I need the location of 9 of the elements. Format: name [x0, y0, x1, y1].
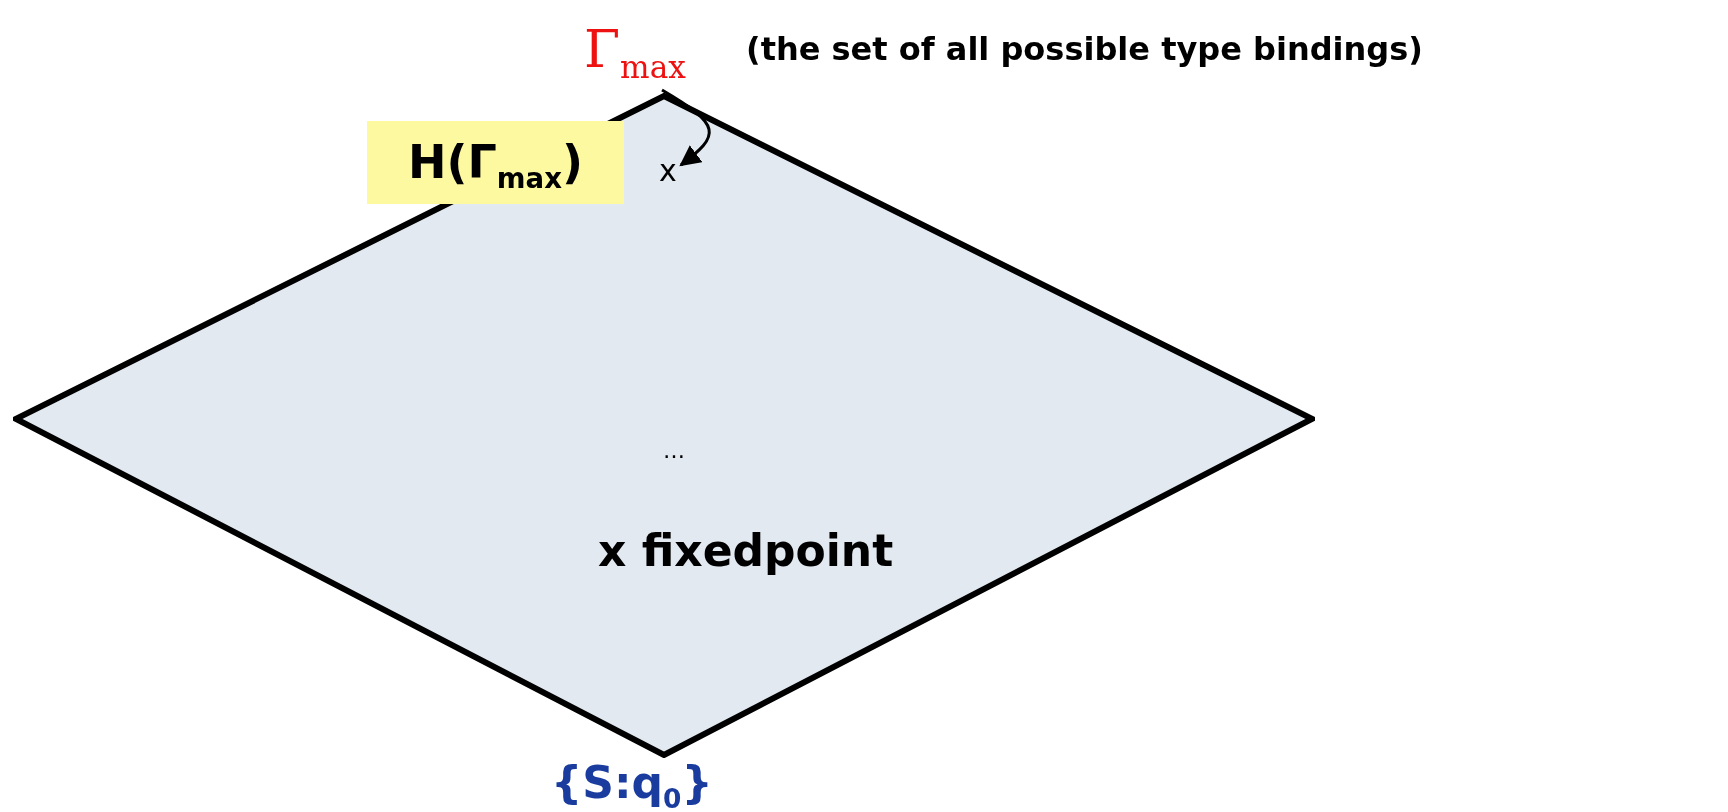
ellipsis-text: … [663, 438, 685, 463]
point-label: x fixedpoint [598, 525, 894, 576]
vertex-label: {S:q$_{0}$} [551, 758, 713, 812]
lattice-diamond [13, 93, 1315, 758]
description-text: (the set of all possible type bindings) [746, 30, 1423, 68]
point-mark: x [659, 153, 677, 189]
math-symbol: Γ$_{max}$ [584, 18, 686, 88]
highlighted-label: H(Γ$_{max}$) [367, 121, 624, 204]
curved-arrow [661, 88, 711, 167]
